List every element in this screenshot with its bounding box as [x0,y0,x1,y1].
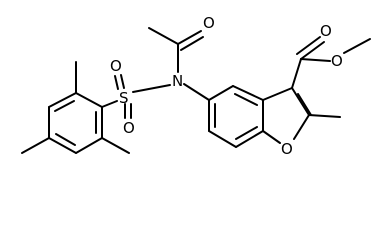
bond-methyl-ortho-bottom [101,137,130,154]
atom-s-sulfonyl: S [119,89,129,107]
atom-o-furan: O [281,140,293,158]
bond-s-o-left-1 [114,75,119,90]
bond-ester-methyl [343,38,371,54]
bond-ester-co-2 [296,36,321,55]
bond-ester-co-1 [300,41,325,60]
bond-fu-1 [262,87,293,101]
bond-mes-2 [48,92,77,108]
atom-o-sulfonyl-left: O [110,57,122,75]
bond-mes-inner-1 [54,100,75,112]
bond-acetyl-co-1 [177,30,202,45]
bond-fu-3 [293,114,310,140]
bond-bz-1 [208,85,234,101]
bond-c3-carbonyl [291,58,302,89]
bond-n-aryl [183,83,210,101]
bond-mes-1 [75,92,103,108]
bond-acetyl-co-2 [180,36,204,51]
benzofuran-benzene-ring [208,85,264,148]
bond-fu-4 [262,130,281,144]
methyl-ester-group [291,36,371,89]
molecule-canvas: O N S O O O O O [21,14,371,158]
atom-o-ester-single: O [331,52,343,70]
acetyl-group [148,27,204,73]
atom-o-ester-carbonyl: O [320,22,332,40]
bond-n-s [132,84,171,93]
bond-methyl-c2 [308,114,341,118]
atom-o-sulfonyl-bottom: O [123,119,135,137]
bond-bz-4 [235,130,264,148]
sulfonyl-group [101,74,132,119]
furan-ring [262,87,341,144]
molecule-structure: O N S O O O O O [21,14,371,158]
bond-s-mesityl [101,100,118,108]
bond-methyl-para [21,137,50,154]
bond-mes-5 [75,137,103,154]
bond-fu-2 [291,87,310,116]
bond-mes-inner-2 [55,133,76,146]
bond-bz-inner-2 [235,126,258,140]
atom-o-acetyl: O [203,14,215,32]
bond-mes-4 [48,137,77,154]
bond-fu-2-inner [297,93,312,116]
bond-bz-inner-1 [234,93,258,106]
atom-n-amide: N [172,72,183,90]
bond-bz-2 [232,85,264,101]
mesityl-ring [21,61,130,154]
bond-acetyl-methyl [148,27,179,45]
bond-ester-o [300,58,331,62]
bond-s-o-left-2 [120,74,125,89]
bond-bz-5 [208,130,237,148]
